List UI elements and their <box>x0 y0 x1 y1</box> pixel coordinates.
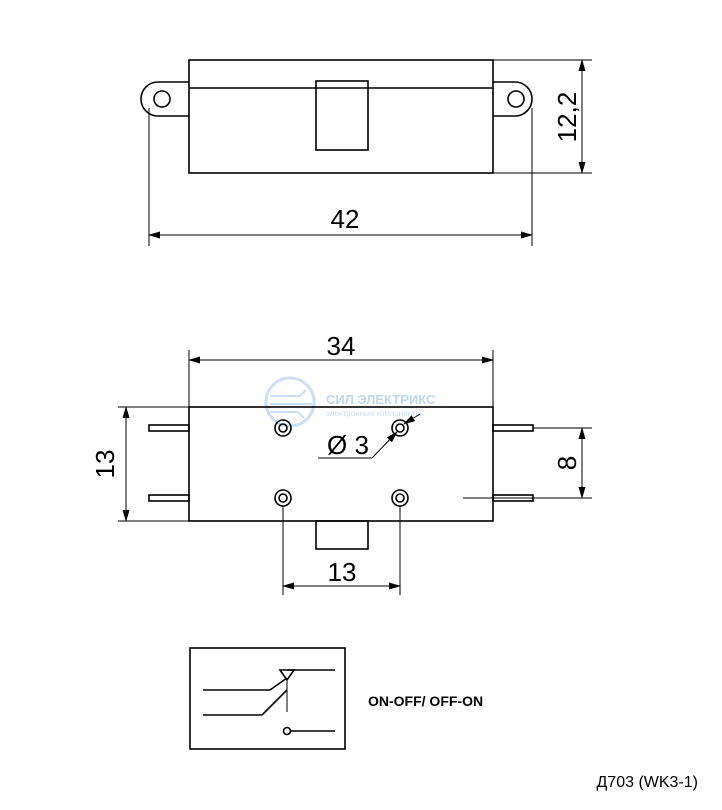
switch-schematic <box>189 647 346 750</box>
model-caption: Д703 (WK3-1) <box>596 774 698 791</box>
right-mounting-hole <box>507 90 525 108</box>
schematic-frame <box>189 647 346 750</box>
watermark-subtitle: электронные компоненты <box>326 409 422 418</box>
schematic-contact-terminal <box>282 726 292 736</box>
dim-13-spacing-label: 13 <box>328 557 357 587</box>
schematic-lever-lower <box>261 689 288 716</box>
top-actuator <box>315 80 369 151</box>
watermark-title: СИЛ ЭЛЕКТРИКС <box>326 392 436 407</box>
hole-top-right <box>391 419 409 437</box>
dim-13-height-label: 13 <box>90 450 120 479</box>
watermark-circuit-icon <box>270 389 312 419</box>
schematic-actuator-icon <box>278 669 296 682</box>
schematic-label: ON-OFF/ OFF-ON <box>368 693 483 709</box>
right-mounting-ear <box>493 81 533 117</box>
hole-bottom-right-inner <box>395 493 405 503</box>
left-mounting-ear <box>140 81 189 117</box>
dim-34-label: 34 <box>327 331 356 361</box>
dim-diameter-arrow-outer <box>403 413 421 425</box>
dim-diameter-arrow <box>371 431 398 459</box>
hole-bottom-left <box>274 489 292 507</box>
top-view: 42 12,2 <box>140 59 592 246</box>
left-mounting-hole <box>153 90 171 108</box>
left-pin-top <box>148 424 190 432</box>
front-actuator <box>315 520 369 550</box>
dim-8-label: 8 <box>552 456 582 470</box>
hole-top-left-inner <box>278 423 288 433</box>
left-pin-bottom <box>148 494 190 502</box>
hole-top-left <box>274 419 292 437</box>
hole-top-right-inner <box>395 423 405 433</box>
dim-42-label: 42 <box>331 204 360 234</box>
front-body-outline <box>188 406 494 522</box>
watermark: СИЛ ЭЛЕКТРИКС электронные компоненты <box>264 376 436 428</box>
dim-12-2-label: 12,2 <box>552 92 582 143</box>
watermark-logo-icon <box>264 376 316 428</box>
hole-bottom-right <box>391 489 409 507</box>
right-pin-top <box>492 424 534 432</box>
schematic-lever-upper <box>269 677 288 691</box>
front-view: 34 13 8 Ø 3 13 <box>90 331 592 595</box>
dim-diameter-label: Ø 3 <box>327 430 369 460</box>
top-body-outline <box>188 59 494 174</box>
hole-bottom-left-inner <box>278 493 288 503</box>
